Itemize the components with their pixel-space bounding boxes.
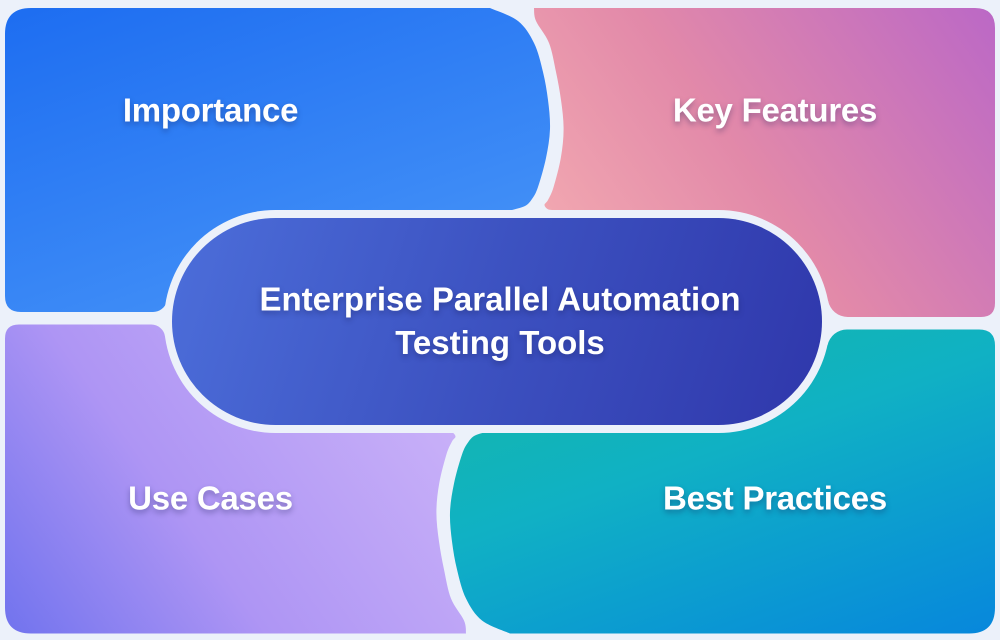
svg-text:Best Practices: Best Practices bbox=[663, 479, 887, 516]
svg-text:Key Features: Key Features bbox=[673, 91, 877, 128]
svg-text:Enterprise Parallel Automation: Enterprise Parallel Automation bbox=[259, 281, 740, 318]
svg-text:Importance: Importance bbox=[123, 91, 298, 128]
svg-text:Use Cases: Use Cases bbox=[128, 479, 293, 516]
svg-text:Testing Tools: Testing Tools bbox=[395, 324, 605, 361]
